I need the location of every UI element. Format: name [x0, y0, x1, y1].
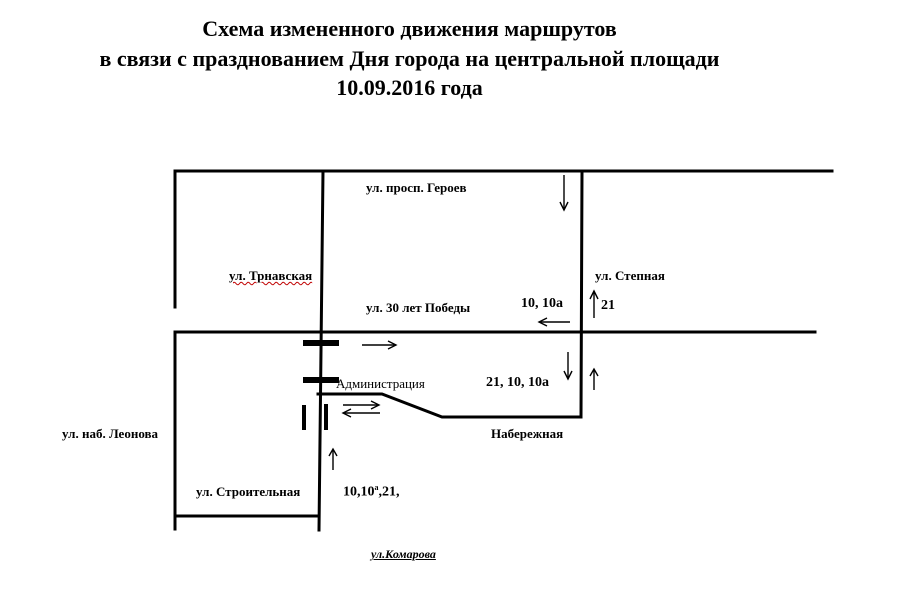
arrow-right-admin [370, 400, 381, 410]
street-label-stepnaya: ул. Степная [595, 268, 665, 283]
diagram-title-line-1: Схема измененного движения маршрутов [202, 16, 617, 41]
street-line-trnavskaya [317, 169, 325, 532]
street-label-trnavskaya: ул. Трнавская [229, 268, 313, 283]
street-line-stepnaya [579, 169, 584, 419]
arrow-left-pobedy [537, 317, 548, 327]
street-label-30-let-pobedy: ул. 30 лет Победы [366, 300, 471, 315]
route-label-21: 21 [601, 298, 615, 313]
arrow-down-top [559, 201, 569, 212]
street-label-stroitelnaya: ул. Строительная [196, 484, 301, 499]
direction-arrows [328, 175, 599, 470]
route-label-bottom-tail: ,21, [378, 484, 400, 500]
road-barriers [302, 340, 339, 430]
arrow-down-right [563, 370, 573, 381]
street-label-naberezhnaya: Набережная [491, 426, 564, 441]
label-administration: Администрация [336, 376, 425, 391]
diagram-title-date: 10.09.2016 года [336, 75, 483, 100]
route-label-bottom-sup: а [374, 483, 379, 492]
barrier-1 [303, 340, 339, 346]
street-label-prosp-geroev: ул. просп. Героев [366, 180, 467, 195]
arrow-left-admin [341, 408, 352, 418]
street-label-leonova: ул. наб. Леонова [62, 426, 159, 441]
route-label-bottom: 10,10а,21, [343, 483, 400, 501]
street-line-naberezhnaya [316, 392, 583, 419]
route-label-bottom-main: 10,10 [343, 484, 375, 500]
barrier-3 [302, 405, 306, 430]
street-label-komarova: ул.Комарова [371, 547, 436, 561]
barrier-2 [303, 377, 339, 383]
barrier-4 [324, 404, 328, 430]
route-label-10-10a: 10, 10а [521, 296, 563, 311]
diagram-title-line-2: в связи с празднованием Дня города на це… [99, 46, 720, 71]
arrow-up-right [589, 367, 599, 377]
route-label-21-10-10a: 21, 10, 10а [486, 375, 549, 390]
arrow-up-bottom [328, 447, 338, 457]
arrow-right [387, 340, 398, 350]
arrow-up-stepnaya [589, 289, 599, 300]
